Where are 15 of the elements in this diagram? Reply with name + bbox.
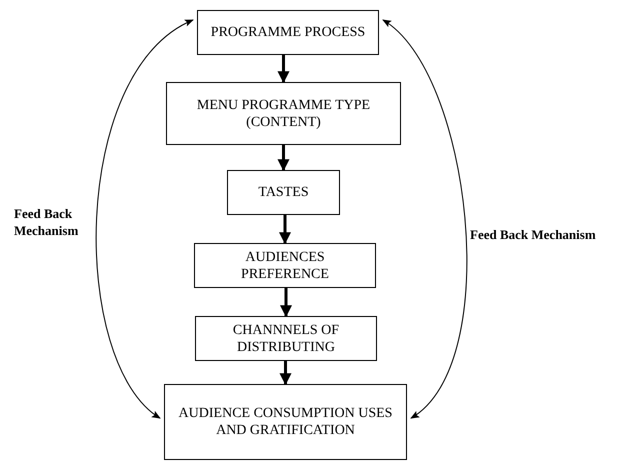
arrow	[280, 361, 292, 386]
feedback-label: Feed Back Mechanism	[470, 226, 597, 243]
process-box: TASTES	[227, 170, 340, 215]
arrow	[279, 215, 291, 244]
arrow	[96, 20, 194, 419]
process-box: PROGRAMME PROCESS	[197, 10, 379, 55]
process-box: AUDIENCES PREFERENCE	[194, 243, 376, 288]
process-box: AUDIENCE CONSUMPTION USES AND GRATIFICATION	[164, 384, 407, 460]
arrow	[280, 288, 292, 318]
arrow	[382, 19, 468, 419]
feedback-label: Feed Back Mechanism	[14, 205, 80, 239]
process-box: MENU PROGRAMME TYPE (CONTENT)	[166, 82, 401, 145]
process-box: CHANNNELS OF DISTRIBUTING	[195, 316, 377, 361]
arrow	[278, 145, 290, 172]
arrow	[278, 55, 290, 84]
